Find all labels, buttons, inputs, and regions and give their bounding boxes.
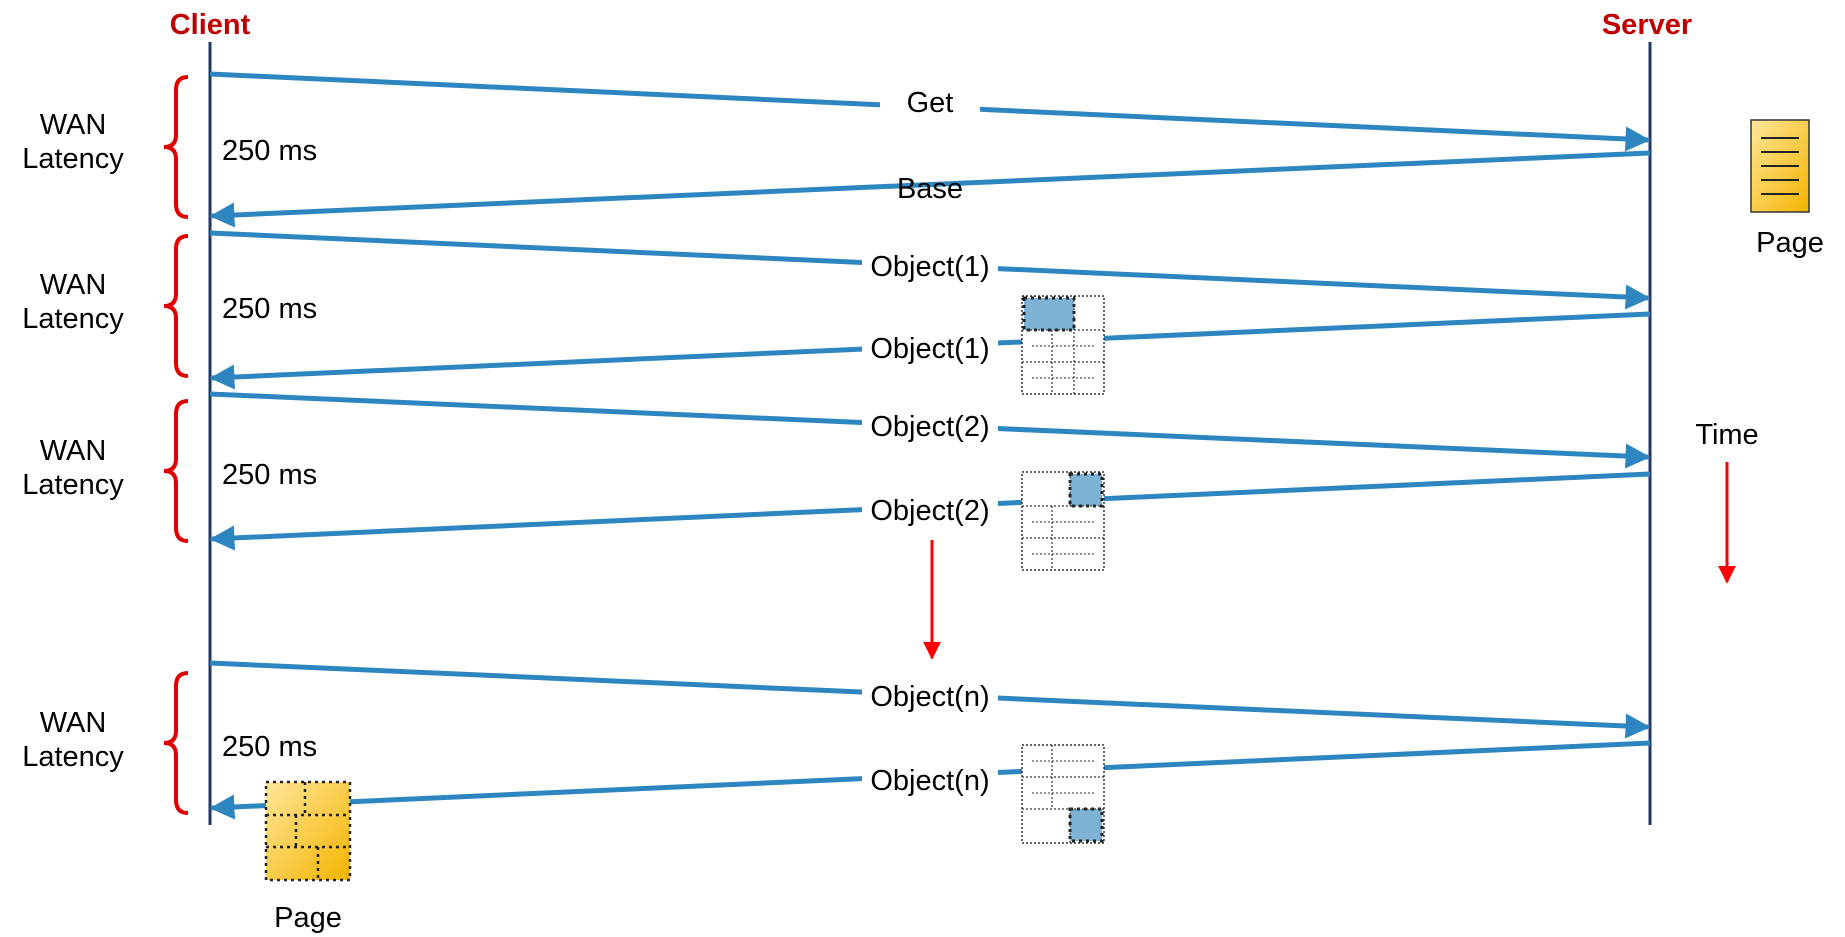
request-label: Get [907,87,954,119]
response-arrow [209,150,1651,228]
request-label-bg [880,80,980,120]
round-trip-1: WAN Latency 250 ms Get Base [22,71,1651,228]
client-page-icon [264,780,352,882]
round-trip-2: WAN Latency 250 ms Object(1) Object(1) [22,230,1651,390]
latency-label-line1: WAN [40,435,107,467]
server-page-icon [1750,119,1810,213]
latency-label-line2: Latency [22,469,124,501]
response-label: Base [897,173,963,205]
duration-label: 250 ms [222,459,317,491]
latency-label-line1: WAN [40,109,107,141]
request-label-bg [862,408,998,444]
client-label: Client [170,9,251,41]
server-label: Server [1602,9,1692,41]
latency-label-line2: Latency [22,303,124,335]
request-label: Object(n) [870,681,989,713]
latency-brace [163,234,189,378]
request-label: Object(2) [870,411,989,443]
response-label-bg [862,330,998,366]
latency-label-line1: WAN [40,707,107,739]
latency-brace [163,671,189,815]
object-n-icon [1021,744,1105,844]
latency-label-line2: Latency [22,143,124,175]
latency-label-line2: Latency [22,741,124,773]
response-label: Object(1) [870,333,989,365]
latency-brace [163,75,189,219]
request-label: Object(1) [870,251,989,283]
time-label: Time [1695,419,1758,451]
duration-label: 250 ms [222,293,317,325]
latency-label-line1: WAN [40,269,107,301]
response-label: Object(n) [870,765,989,797]
round-trip-3: WAN Latency 250 ms Object(2) Object(2) [22,391,1651,551]
request-label-bg [862,248,998,284]
client-page-label: Page [274,902,342,934]
latency-brace [163,399,189,543]
request-label-bg [862,678,998,714]
object-1-icon [1021,295,1105,395]
duration-label: 250 ms [222,731,317,763]
object-2-icon [1021,471,1105,571]
round-trip-n: WAN Latency 250 ms Object(n) Object(n) [22,660,1651,820]
response-label-bg [862,762,998,798]
response-label: Object(2) [870,495,989,527]
duration-label: 250 ms [222,135,317,167]
response-label-bg [862,492,998,528]
server-page-label: Page [1756,227,1824,259]
